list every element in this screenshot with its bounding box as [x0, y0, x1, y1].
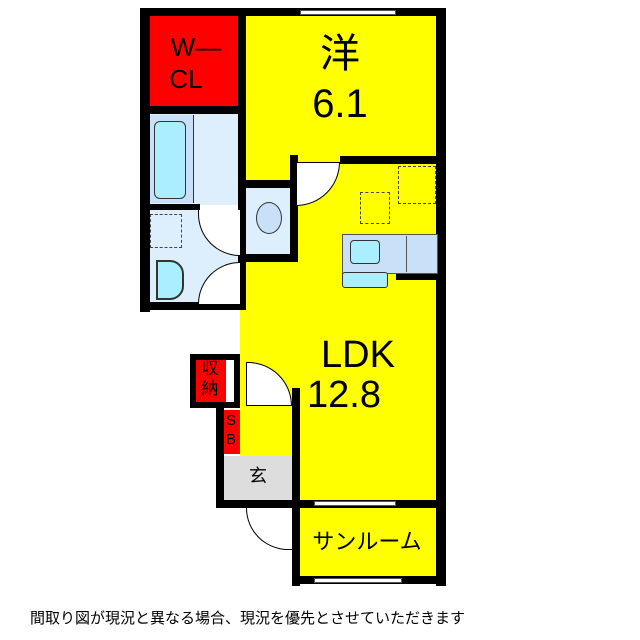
- sunroom-label: サンルーム: [312, 530, 422, 555]
- sink-icon: [350, 240, 380, 264]
- shoe-box: [222, 410, 240, 454]
- counter-bottom-icon: [342, 272, 388, 288]
- wall-bath-bottom: [140, 204, 200, 210]
- wall-top: [140, 8, 446, 16]
- western-room-size: 6.1: [312, 82, 368, 126]
- wall-room-divider: [340, 156, 440, 164]
- ldk-size: 12.8: [307, 374, 381, 416]
- wall-right: [436, 8, 446, 586]
- wall-entrance-bottom: [216, 500, 296, 508]
- sb-label-line1: S: [225, 412, 236, 429]
- wcl-label-line1: W―: [170, 32, 222, 62]
- stove-icon: [406, 236, 438, 272]
- storage-label-line2: 納: [201, 379, 219, 399]
- disclaimer-text: 間取り図が現況と異なる場合、現況を優先とさせていただきます: [30, 609, 466, 627]
- wall-storage-box: [190, 354, 240, 408]
- storage-label-line1: 収: [201, 359, 219, 379]
- microwave-space-icon: [360, 192, 390, 224]
- walk-in-closet: [148, 14, 242, 108]
- sunroom: [296, 508, 438, 576]
- ldk-name: LDK: [321, 334, 395, 376]
- wall-wcl-right: [238, 8, 246, 308]
- window-top: [300, 10, 396, 15]
- wall-sb-left: [216, 402, 224, 508]
- refrigerator-space-icon: [398, 166, 436, 204]
- wall-ldk-left-lower: [292, 388, 300, 586]
- bathtub-icon: [154, 121, 186, 199]
- wcl-label-line2: CL: [169, 64, 203, 94]
- western-room-name: 洋: [320, 31, 360, 77]
- sb-label-line2: B: [225, 431, 236, 448]
- wall-left-upper: [140, 8, 150, 312]
- washbasin-icon: [156, 260, 184, 300]
- window-sunroom-bottom: [314, 578, 402, 583]
- storage-closet: [196, 360, 226, 402]
- wall-toilet-bottom: [240, 254, 298, 262]
- wall-wash-bottom: [140, 302, 246, 310]
- toilet-icon: [256, 202, 282, 234]
- entrance: [222, 456, 294, 500]
- entrance-label: 玄: [249, 466, 267, 487]
- western-room: [240, 14, 438, 164]
- washing-machine-space-icon: [150, 214, 182, 248]
- wall-kitchen: [396, 274, 440, 280]
- window-sunroom-top: [314, 501, 396, 506]
- wall-toilet-top: [240, 180, 290, 188]
- wall-toilet-right: [290, 155, 298, 262]
- door-entrance: [246, 508, 292, 550]
- wall-wcl-bottom: [140, 106, 246, 114]
